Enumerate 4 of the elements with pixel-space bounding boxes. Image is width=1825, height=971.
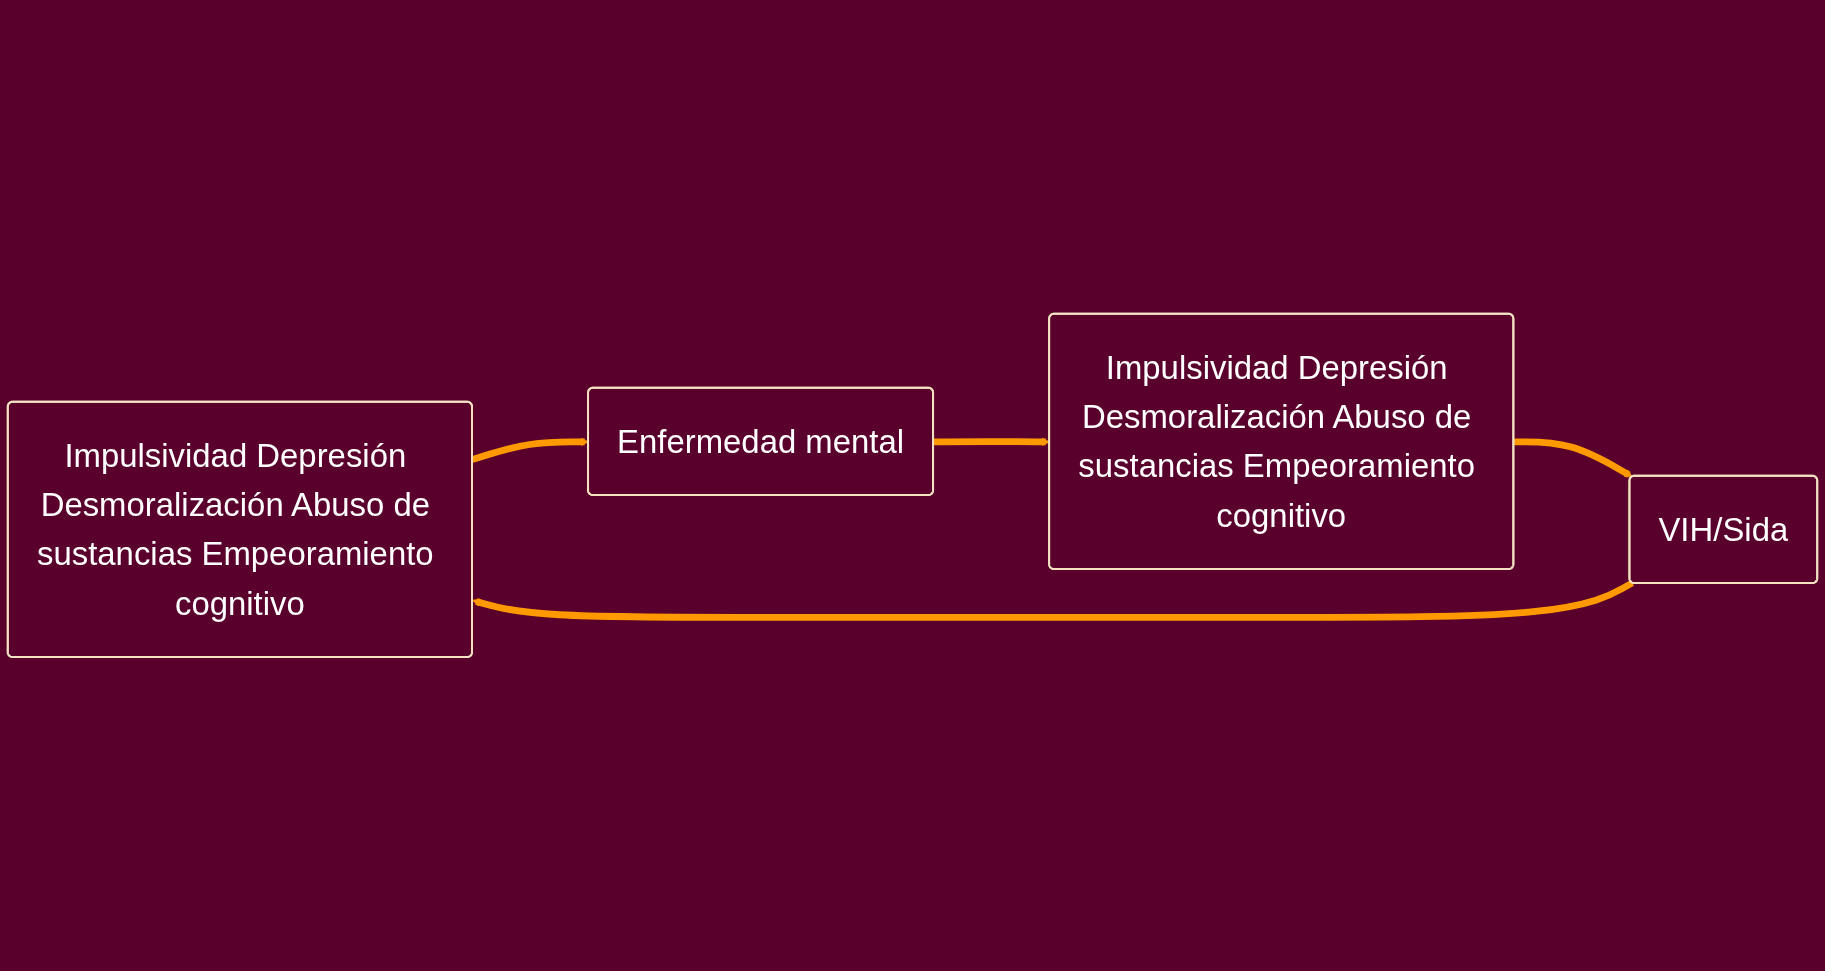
arrow xyxy=(933,437,1050,447)
arrow xyxy=(472,580,1634,621)
arrow xyxy=(1513,438,1633,478)
arrow xyxy=(471,437,589,463)
